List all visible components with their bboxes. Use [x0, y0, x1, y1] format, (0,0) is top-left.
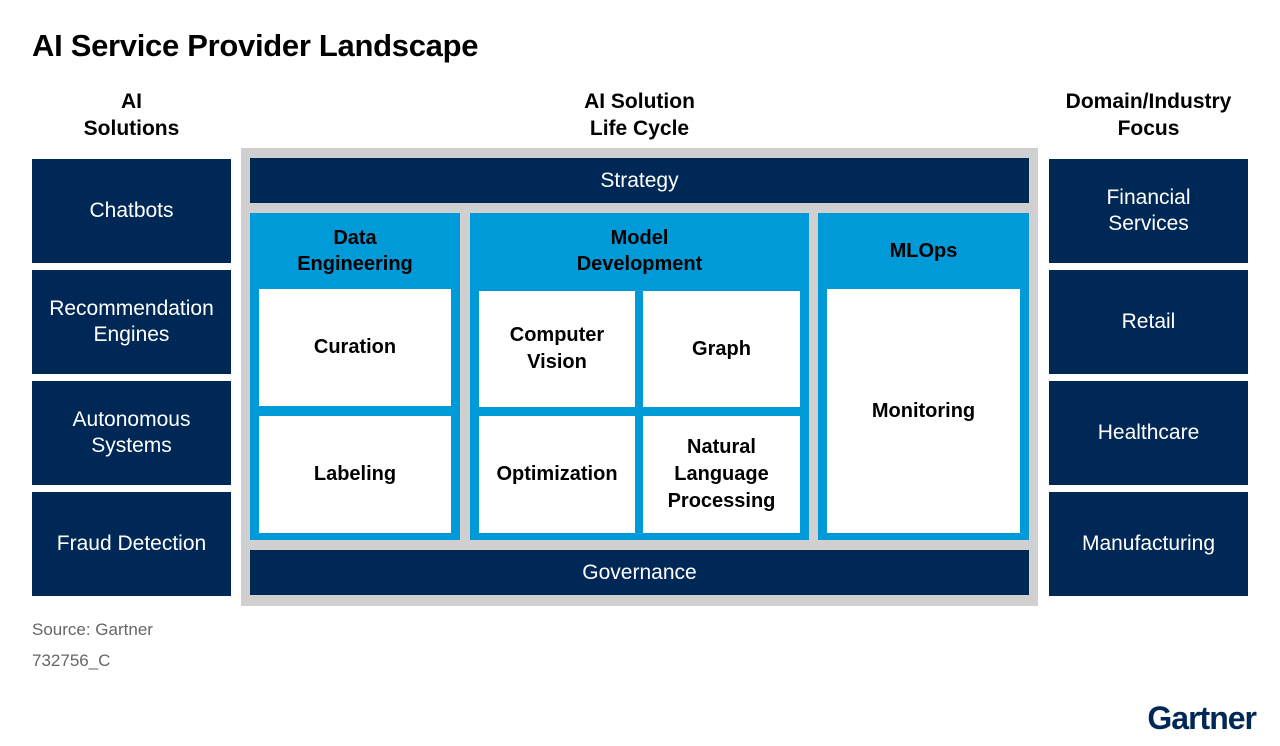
- box-label: Autonomous: [72, 408, 191, 431]
- column-header-line: Life Cycle: [589, 117, 690, 140]
- logo-text: Gartner: [1147, 700, 1257, 736]
- box-label: Chatbots: [89, 199, 174, 222]
- strategy-bar: Strategy: [250, 158, 1029, 203]
- box-label: Fraud Detection: [56, 532, 207, 555]
- item-labeling: Labeling: [259, 416, 451, 533]
- panel-title: MLOps: [818, 213, 1029, 289]
- ai-solution-fraud-detection: Fraud Detection: [32, 492, 231, 596]
- industry-healthcare: Healthcare: [1049, 381, 1248, 485]
- lifecycle-frame: Strategy Data Engineering Curation Label…: [241, 148, 1038, 606]
- gartner-logo: Gartner: [1147, 700, 1257, 737]
- item-label: Natural: [687, 436, 756, 458]
- box-label: Retail: [1121, 310, 1176, 333]
- box-label: Financial: [1106, 186, 1191, 209]
- figure-code: 732756_C: [32, 651, 111, 670]
- box-label: Manufacturing: [1081, 532, 1216, 555]
- panel-title-line: Data: [333, 227, 377, 249]
- panel-title-line: MLOps: [889, 240, 958, 262]
- box-label: Services: [1108, 212, 1189, 235]
- item-label: Computer: [509, 324, 605, 346]
- column-header-ai-solutions: AI Solutions: [32, 88, 231, 142]
- item-curation: Curation: [259, 289, 451, 406]
- column-header-line: Solutions: [83, 117, 180, 140]
- mlops-panel: MLOps Monitoring: [818, 213, 1029, 540]
- page-title: AI Service Provider Landscape: [32, 28, 479, 63]
- source-note: Source: Gartner: [32, 620, 153, 639]
- item-label: Processing: [667, 490, 776, 512]
- model-development-panel: Model Development Computer Vision Graph …: [470, 213, 809, 540]
- column-header-industry: Domain/Industry Focus: [1049, 88, 1248, 142]
- item-label: Graph: [692, 337, 751, 360]
- ai-solution-recommendation-engines: Recommendation Engines: [32, 270, 231, 374]
- box-label: Systems: [91, 434, 172, 457]
- panel-title-line: Development: [576, 253, 703, 275]
- column-header-line: AI Solution: [584, 90, 695, 113]
- item-label: Language: [674, 463, 769, 485]
- item-label: Vision: [527, 351, 587, 373]
- box-label: Governance: [582, 560, 697, 584]
- item-label: Monitoring: [871, 399, 976, 422]
- column-header-line: Focus: [1117, 117, 1180, 140]
- box-label: Engines: [93, 323, 170, 346]
- industry-retail: Retail: [1049, 270, 1248, 374]
- industry-financial-services: Financial Services: [1049, 159, 1248, 263]
- column-header-line: AI: [121, 90, 142, 113]
- box-label: Recommendation: [49, 297, 214, 320]
- item-label: Labeling: [313, 463, 397, 485]
- panel-title-line: Model: [610, 227, 669, 249]
- box-label: Strategy: [600, 168, 679, 192]
- column-header-lifecycle: AI Solution Life Cycle: [241, 88, 1038, 142]
- governance-bar: Governance: [250, 550, 1029, 595]
- item-label: Curation: [313, 336, 397, 358]
- panel-title: Data Engineering: [250, 213, 460, 289]
- box-label: Healthcare: [1097, 421, 1200, 444]
- ai-solution-autonomous-systems: Autonomous Systems: [32, 381, 231, 485]
- item-computer-vision: Computer Vision: [479, 291, 635, 407]
- data-engineering-panel: Data Engineering Curation Labeling: [250, 213, 460, 540]
- column-header-line: Domain/Industry: [1065, 90, 1232, 113]
- ai-solution-chatbots: Chatbots: [32, 159, 231, 263]
- panel-title: Model Development: [470, 213, 809, 289]
- item-optimization: Optimization: [479, 416, 635, 533]
- item-nlp: Natural Language Processing: [643, 416, 800, 533]
- item-label: Optimization: [496, 463, 618, 485]
- item-monitoring: Monitoring: [827, 289, 1020, 533]
- panel-title-line: Engineering: [297, 253, 413, 275]
- industry-manufacturing: Manufacturing: [1049, 492, 1248, 596]
- item-graph: Graph: [643, 291, 800, 407]
